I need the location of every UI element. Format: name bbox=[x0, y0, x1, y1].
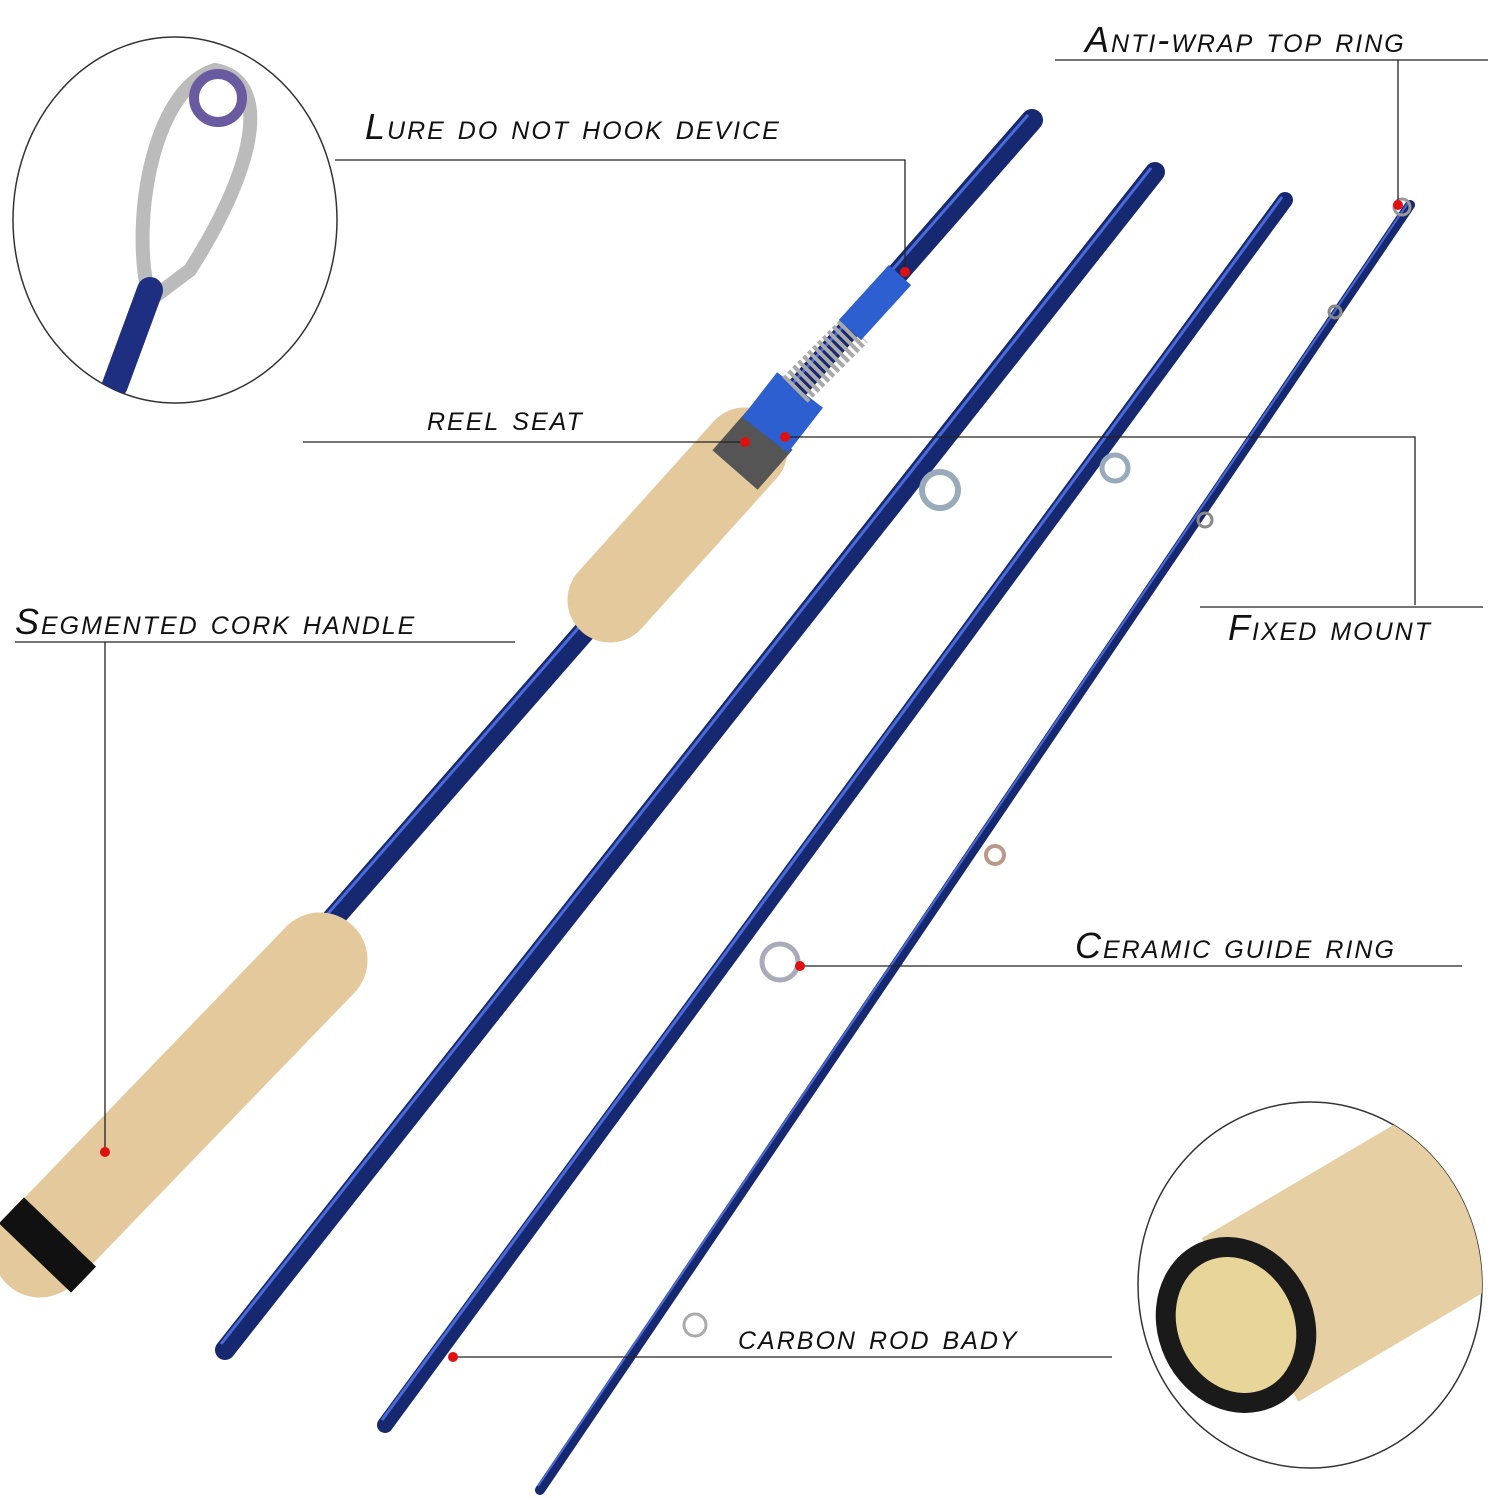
callout-lines bbox=[15, 59, 1488, 1358]
label-carbon-rod-body: carbon rod bady bbox=[738, 1316, 1019, 1357]
butt-cap bbox=[0, 1197, 97, 1293]
label-lure-device: Lure do not hook device bbox=[365, 106, 781, 147]
marker-icon bbox=[900, 267, 910, 277]
reel-seat-hood bbox=[712, 410, 793, 490]
rod-section-2 bbox=[215, 162, 1165, 1360]
marker-icon bbox=[740, 437, 750, 447]
label-reel-seat: reel seat bbox=[427, 397, 584, 438]
rod-section-1-handle bbox=[0, 109, 1043, 1298]
label-fixed-mount: Fixed mount bbox=[1228, 607, 1432, 648]
target-markers bbox=[100, 200, 1403, 1362]
guide-ring-icon bbox=[1099, 452, 1131, 484]
upper-cork-grip bbox=[567, 407, 788, 643]
marker-icon bbox=[795, 961, 805, 971]
marker-icon bbox=[1393, 200, 1403, 210]
marker-icon bbox=[100, 1147, 110, 1157]
guide-ring-icon bbox=[1327, 304, 1343, 320]
reel-seat-thread bbox=[782, 317, 868, 403]
fixed-mount bbox=[838, 264, 912, 341]
label-ceramic-guide-ring: Ceramic guide ring bbox=[1075, 925, 1396, 966]
guide-ring-icon bbox=[682, 1312, 708, 1338]
lower-cork-grip bbox=[0, 912, 368, 1298]
guide-ring-icon bbox=[759, 941, 801, 983]
label-cork-handle: Segmented cork handle bbox=[15, 601, 417, 642]
brand-logo-cap bbox=[1175, 1256, 1297, 1394]
marker-icon bbox=[448, 1352, 458, 1362]
guide-ring-icon bbox=[919, 469, 961, 511]
rod-section-4 bbox=[535, 197, 1415, 1495]
reel-seat-nut bbox=[742, 372, 823, 453]
guide-ring-icon bbox=[984, 844, 1006, 866]
guide-ring-icon bbox=[1196, 511, 1214, 529]
inset-butt-cap bbox=[1137, 1101, 1483, 1469]
label-anti-wrap-top-ring: Anti-wrap top ring bbox=[1085, 19, 1406, 60]
marker-icon bbox=[780, 432, 790, 442]
inset-top-ring bbox=[12, 36, 338, 404]
